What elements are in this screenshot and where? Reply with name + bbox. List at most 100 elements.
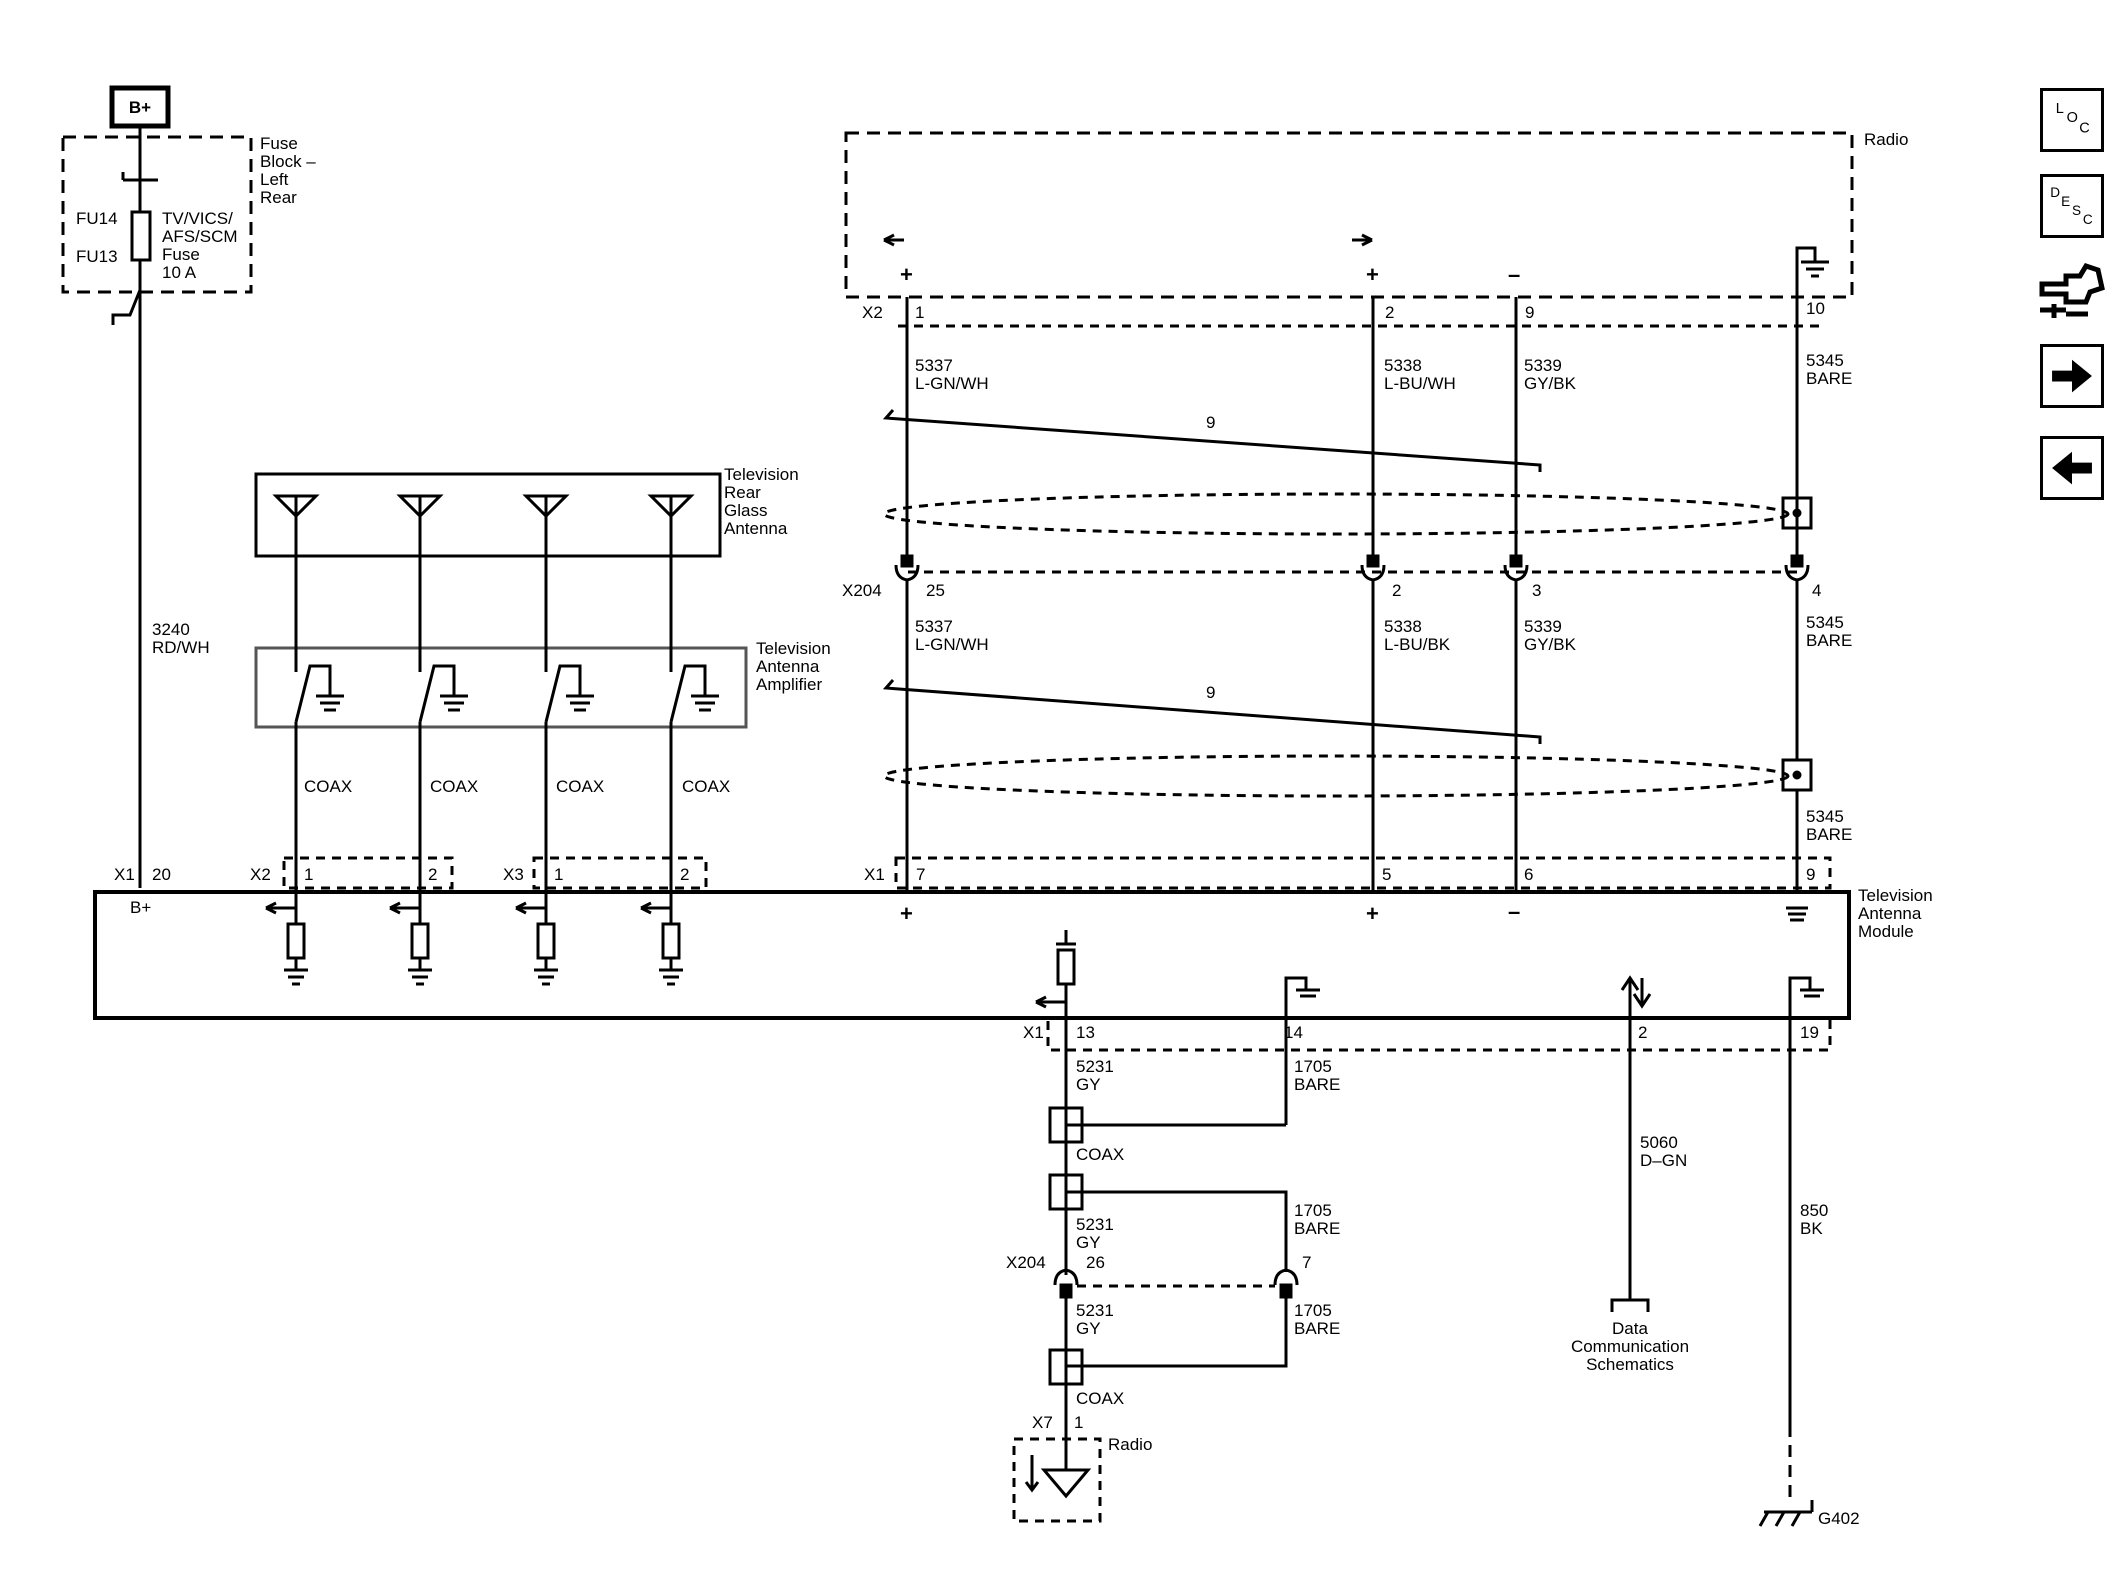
- module-x3-pin: 2: [680, 865, 689, 884]
- wire-circuit: 5345: [1806, 613, 1844, 632]
- module-x1-right-connector: X1: [864, 865, 885, 884]
- x204-lower-connector: X204: [1006, 1253, 1046, 1272]
- amplifier-label-2: Antenna: [756, 657, 820, 676]
- wire-circuit: 5337: [915, 356, 953, 375]
- module-x1-right-pin: 9: [1806, 865, 1815, 884]
- module-x1-left-connector: X1: [114, 865, 135, 884]
- wire-color: D–GN: [1640, 1151, 1687, 1170]
- wire-circuit: 5345: [1806, 351, 1844, 370]
- wire-color: L-BU/BK: [1384, 635, 1451, 654]
- svg-text:E: E: [2061, 194, 2070, 209]
- wire-color: L-GN/WH: [915, 374, 989, 393]
- twist-label: 9: [1206, 413, 1215, 432]
- wire-color: GY/BK: [1524, 374, 1577, 393]
- data-comm-label-2: Communication: [1571, 1337, 1689, 1356]
- wire-circuit: 5231: [1076, 1301, 1114, 1320]
- module-x3-connector: X3: [503, 865, 524, 884]
- radio-top-pin: 2: [1385, 303, 1394, 322]
- svg-text:L: L: [2056, 101, 2064, 117]
- x204-upper-pin: 2: [1392, 581, 1401, 600]
- glass-antenna-label-2: Rear: [724, 483, 761, 502]
- svg-text:O: O: [2067, 110, 2078, 126]
- radio-top-polarity: +: [900, 262, 913, 287]
- module-x1-left-pin: 20: [152, 865, 171, 884]
- fuse-block-title-1: Fuse: [260, 134, 298, 153]
- wire-color: BARE: [1294, 1075, 1340, 1094]
- connector-button[interactable]: [2036, 258, 2108, 328]
- module-x2-pin: 1: [304, 865, 313, 884]
- amplifier-label-3: Amplifier: [756, 675, 822, 694]
- x204-upper-pin: 25: [926, 581, 945, 600]
- module-x1-bottom-connector: X1: [1023, 1023, 1044, 1042]
- module-x1-bottom-pin: 14: [1284, 1023, 1303, 1042]
- drain-wire-circuit: 5345: [1806, 807, 1844, 826]
- x204-lower-pin: 7: [1302, 1253, 1311, 1272]
- coax-label: COAX: [304, 777, 352, 796]
- coax-label: COAX: [1076, 1145, 1124, 1164]
- fuse-fu13-label: FU13: [76, 247, 118, 266]
- data-comm-label-3: Schematics: [1586, 1355, 1674, 1374]
- module-title-1: Television: [1858, 886, 1933, 905]
- module-x1-bottom-pin: 2: [1638, 1023, 1647, 1042]
- fuse-block-title-2: Block –: [260, 152, 316, 171]
- fuse-name-4: 10 A: [162, 263, 197, 282]
- radio-top-pin: 10: [1806, 299, 1825, 318]
- module-x1-right-pin: 5: [1382, 865, 1391, 884]
- wire-circuit: 1705: [1294, 1301, 1332, 1320]
- radio-bottom-connector: X7: [1032, 1413, 1053, 1432]
- wire-circuit: 5339: [1524, 617, 1562, 636]
- wire-circuit: 5337: [915, 617, 953, 636]
- wire-circuit: 1705: [1294, 1201, 1332, 1220]
- module-polarity: –: [1508, 899, 1520, 924]
- radio-bottom-pin: 1: [1074, 1413, 1083, 1432]
- module-x2-connector: X2: [250, 865, 271, 884]
- desc-button[interactable]: D E S C: [2040, 174, 2104, 238]
- module-x1-right-pin: 7: [916, 865, 925, 884]
- wire-circuit: 5338: [1384, 617, 1422, 636]
- module-b-plus: B+: [130, 898, 151, 917]
- fuse-fu14-label: FU14: [76, 209, 118, 228]
- wire-3240-color: RD/WH: [152, 638, 210, 657]
- prev-button[interactable]: [2040, 436, 2104, 500]
- desc-icon: D E S C: [2050, 185, 2093, 227]
- x204-upper-pin: 4: [1812, 581, 1821, 600]
- radio-top-polarity: –: [1508, 262, 1520, 287]
- connector-icon: [2039, 262, 2105, 318]
- fuse-name-1: TV/VICS/: [162, 209, 233, 228]
- wire-circuit: 5231: [1076, 1215, 1114, 1234]
- svg-text:C: C: [2083, 212, 2093, 227]
- x204-lower-pin: 26: [1086, 1253, 1105, 1272]
- glass-antenna-label-1: Television: [724, 465, 799, 484]
- loc-button[interactable]: L O C: [2040, 88, 2104, 152]
- module-polarity: +: [900, 901, 913, 926]
- module-title-2: Antenna: [1858, 904, 1922, 923]
- fuse-block-title-4: Rear: [260, 188, 297, 207]
- wire-color: BARE: [1294, 1319, 1340, 1338]
- coax-label: COAX: [682, 777, 730, 796]
- wire-circuit: 850: [1800, 1201, 1828, 1220]
- radio-top-pin: 1: [915, 303, 924, 322]
- loc-icon: L O C: [2056, 101, 2090, 137]
- radio-bottom-title: Radio: [1108, 1435, 1152, 1454]
- coax-label: COAX: [1076, 1389, 1124, 1408]
- fuse-name-2: AFS/SCM: [162, 227, 238, 246]
- fuse-block-title-3: Left: [260, 170, 289, 189]
- wire-color: L-GN/WH: [915, 635, 989, 654]
- radio-top-pin: 9: [1525, 303, 1534, 322]
- wire-circuit: 1705: [1294, 1057, 1332, 1076]
- wire-circuit: 5060: [1640, 1133, 1678, 1152]
- next-button[interactable]: [2040, 344, 2104, 408]
- module-x1-right-pin: 6: [1524, 865, 1533, 884]
- glass-antenna-label-4: Antenna: [724, 519, 788, 538]
- x204-upper-connector: X204: [842, 581, 882, 600]
- tv-glass-antenna-box: [254, 472, 722, 558]
- coax-label: COAX: [430, 777, 478, 796]
- antenna-symbols: [272, 494, 695, 594]
- svg-text:S: S: [2072, 203, 2081, 218]
- wire-color: GY: [1076, 1319, 1101, 1338]
- wire-circuit: 5339: [1524, 356, 1562, 375]
- ground-label: G402: [1818, 1509, 1860, 1528]
- ground-g402-symbol: [1758, 1500, 1814, 1527]
- wire-color: L-BU/WH: [1384, 374, 1456, 393]
- amplifier-switches: [294, 594, 719, 878]
